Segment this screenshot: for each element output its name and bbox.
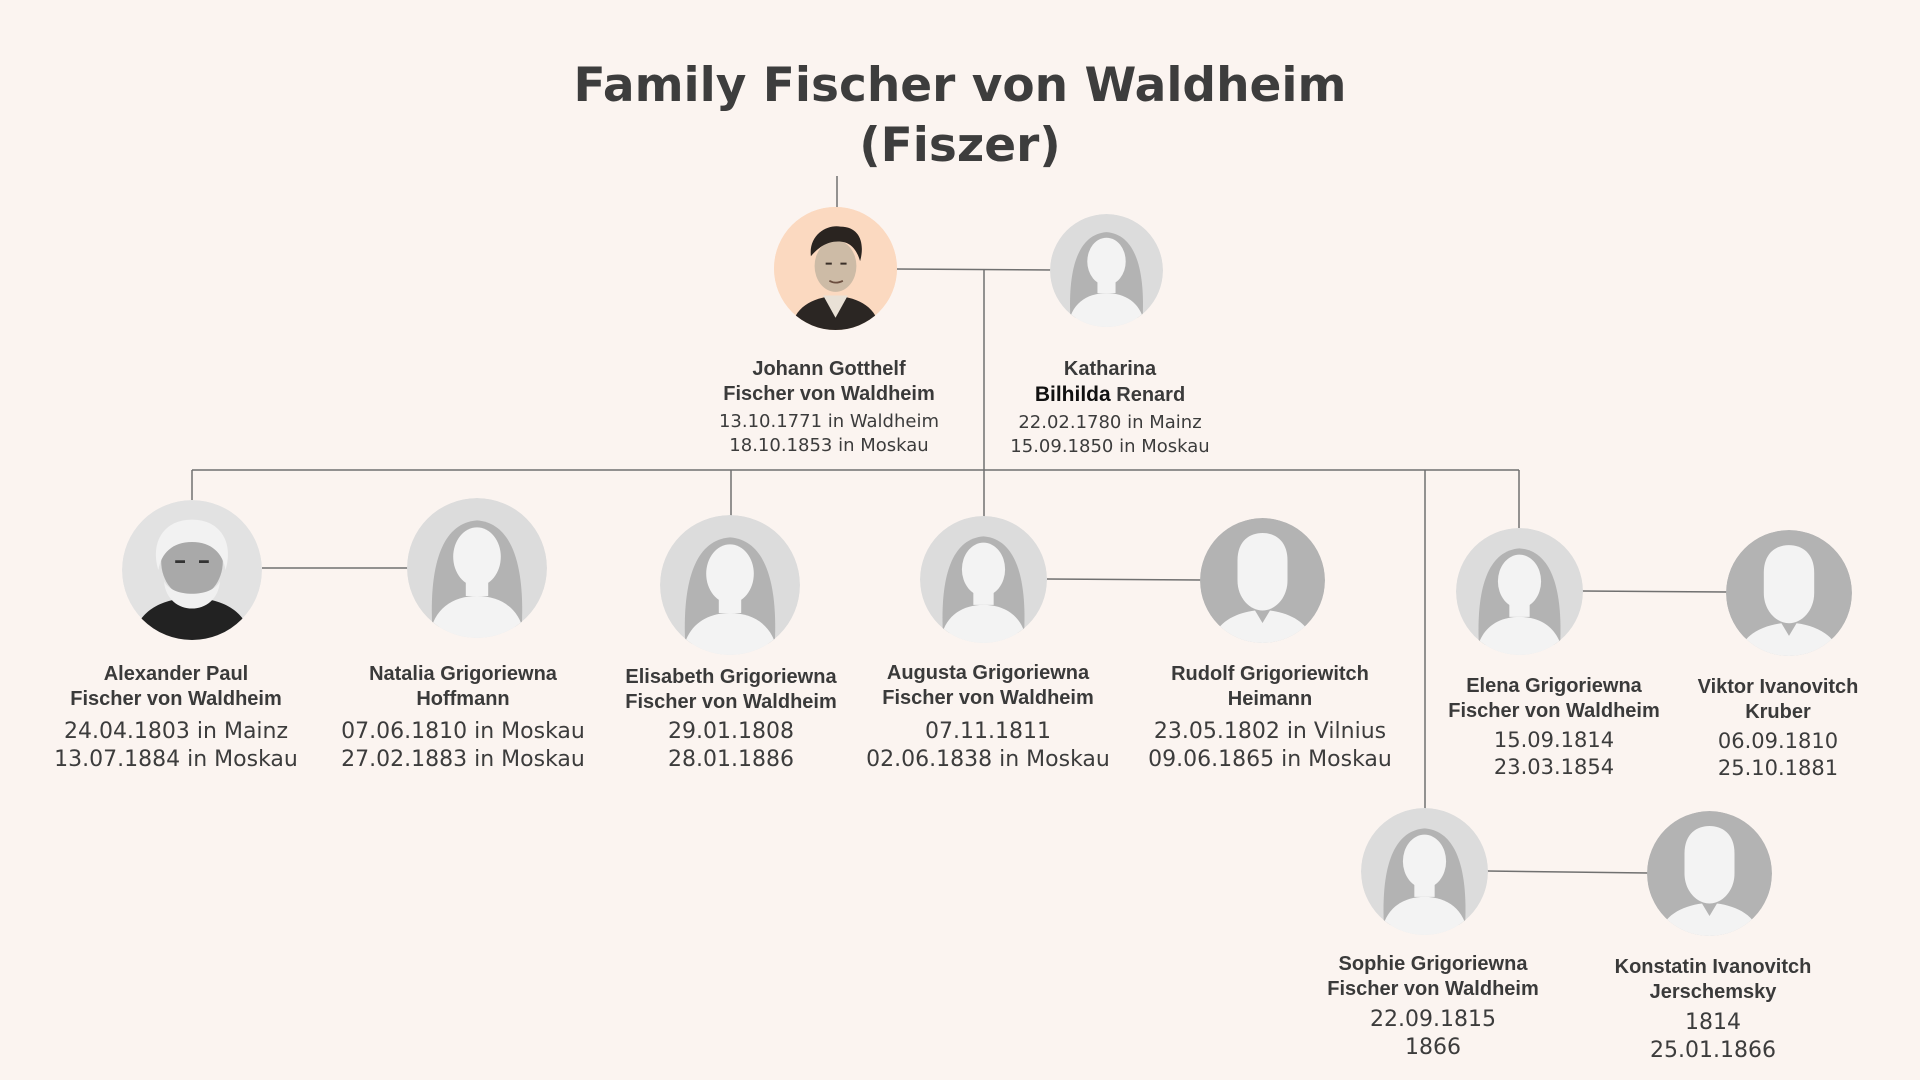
name-line-2: Heimann xyxy=(1227,688,1313,710)
name-line-2: Kruber xyxy=(1745,701,1811,723)
avatar-sophie xyxy=(1361,808,1488,935)
female-silhouette-icon xyxy=(1050,214,1163,327)
title-line-2: (Fiszer) xyxy=(859,118,1061,173)
female-silhouette-icon xyxy=(660,515,800,655)
birth-date: 22.02.1780 in Mainz xyxy=(1018,412,1202,433)
person-natalia: Natalia Grigoriewna Hoffmann 07.06.1810 … xyxy=(323,662,603,774)
person-rudolf: Rudolf Grigoriewitch Heimann 23.05.1802 … xyxy=(1130,662,1410,774)
name-line-2: Fischer von Waldheim xyxy=(882,687,1094,709)
person-johann: Johann Gotthelf Fischer von Waldheim 13.… xyxy=(689,357,969,458)
person-elisabeth: Elisabeth Grigoriewna Fischer von Waldhe… xyxy=(591,665,871,774)
name-line-1: Sophie Grigoriewna xyxy=(1338,953,1528,975)
death-date: 27.02.1883 in Moskau xyxy=(341,747,585,772)
name-line-1: Johann Gotthelf xyxy=(752,358,906,380)
birth-date: 07.11.1811 xyxy=(925,719,1051,744)
name-line-1: Augusta Grigoriewna xyxy=(886,662,1090,684)
avatar-katharina xyxy=(1050,214,1163,327)
male-silhouette-icon xyxy=(1726,530,1852,656)
birth-date: 23.05.1802 in Vilnius xyxy=(1153,719,1387,744)
name-line-1: Elisabeth Grigoriewna xyxy=(625,666,837,688)
female-silhouette-icon xyxy=(1361,808,1488,935)
marriage-line-elena xyxy=(1581,590,1728,593)
page-title: Family Fischer von Waldheim (Fiszer) xyxy=(500,56,1420,176)
person-augusta: Augusta Grigoriewna Fischer von Waldheim… xyxy=(848,661,1128,774)
male-silhouette-icon xyxy=(1200,518,1325,643)
birth-date: 29.01.1808 xyxy=(668,719,794,744)
avatar-johann xyxy=(774,207,897,330)
name-line-1: Viktor Ivanovitch xyxy=(1697,676,1859,698)
death-date: 02.06.1838 in Moskau xyxy=(866,747,1110,772)
female-silhouette-icon xyxy=(920,516,1047,643)
name-line-2: Bilhilda Renard xyxy=(970,382,1250,408)
death-date: 09.06.1865 in Moskau xyxy=(1148,747,1392,772)
marriage-line-parents xyxy=(894,268,1055,271)
birth-date: 06.09.1810 xyxy=(1717,729,1839,753)
male-silhouette-icon xyxy=(1647,811,1772,936)
name-line-2: Fischer von Waldheim xyxy=(70,688,282,710)
death-date: 28.01.1886 xyxy=(668,747,794,772)
name-line-2: Fischer von Waldheim xyxy=(723,383,935,405)
name-line-1: Konstatin Ivanovitch xyxy=(1614,956,1812,978)
name-line-2: Fischer von Waldheim xyxy=(625,691,837,713)
death-date: 15.09.1850 in Moskau xyxy=(1010,436,1210,457)
portrait-engraving-icon xyxy=(774,207,897,330)
name-line-2: Fischer von Waldheim xyxy=(1448,700,1660,722)
birth-date: 24.04.1803 in Mainz xyxy=(63,719,289,744)
death-date: 23.03.1854 xyxy=(1493,755,1615,779)
name-line-1: Elena Grigoriewna xyxy=(1466,675,1642,697)
name-part-surname: Renard xyxy=(1116,384,1186,406)
death-date: 1866 xyxy=(1405,1035,1461,1060)
birth-date: 15.09.1814 xyxy=(1493,728,1615,752)
person-elena: Elena Grigoriewna Fischer von Waldheim 1… xyxy=(1414,674,1694,781)
person-alexander: Alexander Paul Fischer von Waldheim 24.0… xyxy=(36,662,316,774)
person-konstatin: Konstatin Ivanovitch Jerschemsky 1814 25… xyxy=(1573,955,1853,1065)
avatar-alexander xyxy=(122,500,262,640)
avatar-rudolf xyxy=(1200,518,1325,643)
name-line-1: Natalia Grigoriewna xyxy=(369,663,557,685)
avatar-konstatin xyxy=(1647,811,1772,936)
death-date: 18.10.1853 in Moskau xyxy=(729,435,929,456)
birth-date: 13.10.1771 in Waldheim xyxy=(718,411,940,432)
avatar-natalia xyxy=(407,498,547,638)
female-silhouette-icon xyxy=(1456,528,1583,655)
portrait-photo-icon xyxy=(122,500,262,640)
name-line-2: Jerschemsky xyxy=(1649,981,1777,1003)
name-line-1: Rudolf Grigoriewitch xyxy=(1171,663,1369,685)
name-line-2: Fischer von Waldheim xyxy=(1327,978,1539,1000)
birth-date: 22.09.1815 xyxy=(1370,1007,1496,1032)
death-date: 25.10.1881 xyxy=(1717,756,1839,780)
avatar-elisabeth xyxy=(660,515,800,655)
person-katharina: Katharina Bilhilda Renard 22.02.1780 in … xyxy=(970,357,1250,459)
avatar-viktor xyxy=(1726,530,1852,656)
birth-date: 07.06.1810 in Moskau xyxy=(341,719,585,744)
person-sophie: Sophie Grigoriewna Fischer von Waldheim … xyxy=(1293,952,1573,1062)
title-line-1: Family Fischer von Waldheim xyxy=(573,58,1347,113)
marriage-line-augusta xyxy=(1046,578,1202,581)
death-date: 13.07.1884 in Moskau xyxy=(54,747,298,772)
avatar-elena xyxy=(1456,528,1583,655)
name-line-1: Alexander Paul xyxy=(103,663,249,685)
marriage-line-sophie xyxy=(1486,870,1649,874)
female-silhouette-icon xyxy=(407,498,547,638)
name-line-1: Katharina xyxy=(1063,358,1157,380)
avatar-augusta xyxy=(920,516,1047,643)
person-viktor: Viktor Ivanovitch Kruber 06.09.1810 25.1… xyxy=(1638,675,1918,782)
name-line-2: Hoffmann xyxy=(416,688,510,710)
death-date: 25.01.1866 xyxy=(1650,1038,1776,1063)
name-part-bold: Bilhilda xyxy=(1034,383,1111,406)
birth-date: 1814 xyxy=(1685,1010,1741,1035)
